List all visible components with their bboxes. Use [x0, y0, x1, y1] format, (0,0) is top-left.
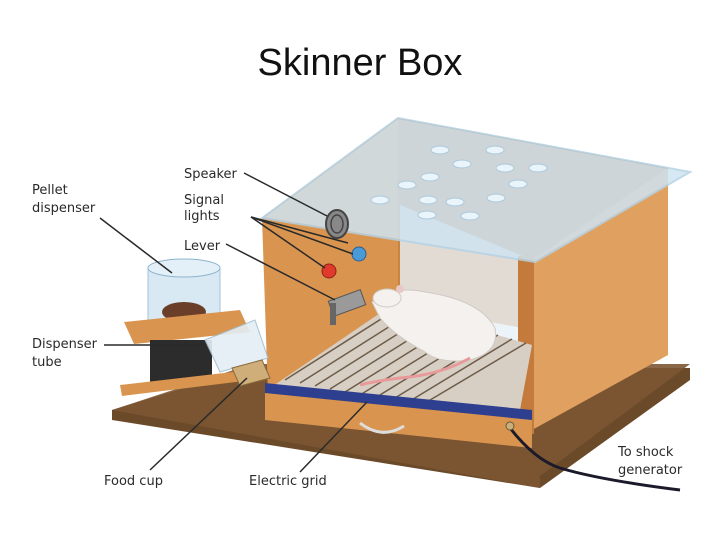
slide-title: Skinner Box — [257, 42, 463, 84]
label-lever: Lever — [184, 239, 221, 254]
signal-light-blue — [351, 246, 367, 262]
pellet-dispenser — [120, 258, 252, 396]
lever-icon — [327, 289, 367, 325]
label-signal-lights-line2: lights — [184, 209, 220, 224]
label-pellet-dispenser-line1: Pellet — [32, 183, 68, 198]
rat-figure — [359, 285, 497, 387]
dispenser-tube — [204, 319, 269, 373]
front-drawer — [265, 390, 532, 448]
shock-connector — [505, 421, 515, 431]
shock-cable — [508, 427, 681, 492]
label-speaker: Speaker — [184, 167, 238, 182]
label-pellet-dispenser-line2: dispenser — [32, 201, 96, 216]
label-shock-generator-line1: To shock — [617, 445, 674, 460]
leader-lines — [99, 172, 368, 473]
lid-holes — [370, 145, 548, 221]
grid-strip — [265, 383, 532, 420]
label-dispenser-tube-line1: Dispenser — [32, 337, 98, 352]
label-food-cup: Food cup — [104, 474, 163, 489]
label-dispenser-tube-line2: tube — [32, 355, 62, 370]
speaker-icon — [325, 209, 349, 239]
box-right-wall — [532, 168, 668, 430]
food-cup — [231, 359, 271, 387]
signal-light-red — [321, 263, 337, 279]
label-shock-generator-line2: generator — [618, 463, 683, 478]
glass-lid — [259, 116, 693, 264]
label-signal-lights-line1: Signal — [184, 193, 224, 208]
drawer-handle — [359, 421, 405, 434]
label-electric-grid: Electric grid — [249, 474, 327, 489]
